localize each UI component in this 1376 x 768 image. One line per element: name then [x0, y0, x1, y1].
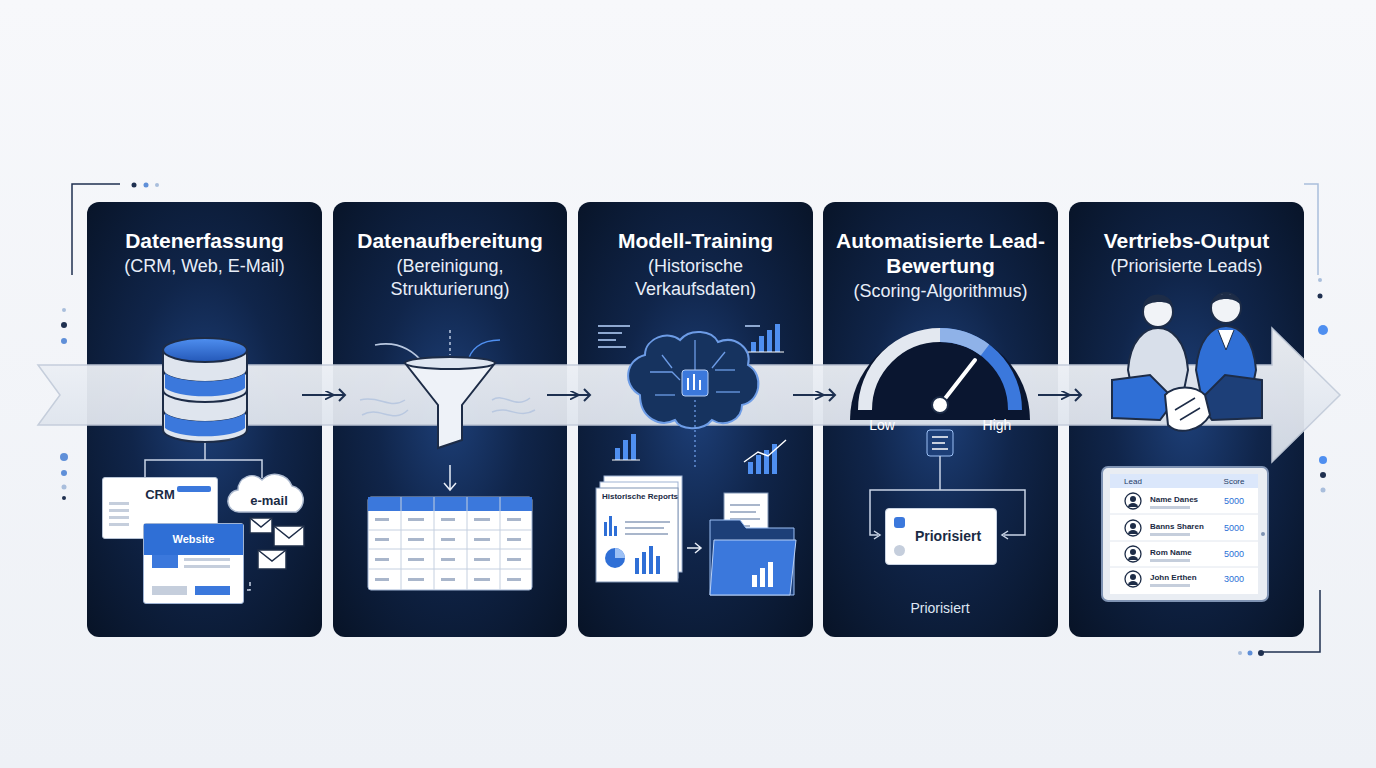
label: Low — [869, 417, 895, 433]
label: 5000 — [1224, 496, 1244, 506]
node-title: CRM — [109, 482, 211, 507]
node-title: Website — [144, 524, 243, 555]
arrow-stub — [547, 394, 590, 396]
label: Name Danes — [1150, 495, 1198, 504]
node-subtitle: (Historische Verkaufsdaten) — [588, 255, 803, 301]
node-title: Datenaufbereitung — [343, 228, 557, 253]
arrow-head — [1075, 389, 1081, 401]
arrow-head — [339, 389, 345, 401]
people-handshake — [1112, 293, 1262, 431]
label: 5000 — [1224, 523, 1244, 533]
flow-arrow — [567, 394, 578, 396]
down-arrow — [444, 465, 456, 490]
database-icon — [163, 338, 247, 442]
process-panel: Datenaufbereitung(Bereinigung, Strukturi… — [333, 202, 567, 637]
flow-arrow — [813, 394, 823, 396]
label: John Erthen — [1150, 573, 1197, 582]
label: Priorisiert — [910, 600, 969, 616]
website-window: Website — [143, 523, 244, 604]
node-subtitle: (CRM, Web, E-Mail) — [97, 255, 312, 278]
label: Lead — [1124, 477, 1142, 486]
funnel-icon — [405, 363, 495, 448]
tablet — [1102, 467, 1268, 601]
label: Rom Name — [1150, 548, 1192, 557]
node-subtitle: (Scoring-Algorithmus) — [833, 280, 1048, 303]
label: 5000 — [1224, 549, 1244, 559]
label: Banns Sharen — [1150, 522, 1204, 531]
envelopes — [250, 518, 304, 569]
report-document: Historische Reports — [596, 488, 684, 520]
label: High — [983, 417, 1012, 433]
cloud-shape — [228, 474, 303, 512]
node-subtitle: (Bereinigung, Strukturierung) — [343, 255, 557, 301]
arrow-head — [584, 389, 590, 401]
window-button — [152, 586, 230, 595]
arrow-stub — [793, 394, 835, 396]
window-bar — [177, 486, 211, 492]
brain-icon — [628, 332, 758, 470]
flow-arrow — [322, 394, 333, 396]
folder-icon — [710, 493, 796, 595]
process-panel: Modell-Training(Historische Verkaufsdate… — [578, 202, 813, 637]
process-panel: Vertriebs-Output(Priorisierte Leads) — [1069, 202, 1304, 637]
card-dots — [894, 545, 905, 556]
email-cloud: e-mail — [238, 482, 300, 515]
node-subtitle: (Priorisierte Leads) — [1079, 255, 1294, 278]
report-stack — [596, 476, 701, 582]
node-title: Datenerfassung — [97, 228, 312, 253]
process-panel: Datenerfassung(CRM, Web, E-Mail) CRM Websi… — [87, 202, 322, 637]
node-title: Priorisiert — [915, 524, 981, 549]
data-table — [368, 497, 532, 590]
node-title: e-mail — [250, 484, 288, 513]
node-title: Historische Reports — [601, 492, 679, 502]
card-dots — [894, 517, 905, 528]
process-panel: Automatisierte Lead-Bewertung(Scoring-Al… — [823, 202, 1058, 637]
arrow-stub — [302, 394, 345, 396]
node-title: Vertriebs-Output — [1079, 228, 1294, 253]
label: 3000 — [1224, 574, 1244, 584]
priority-card: Priorisiert — [885, 508, 997, 565]
label: Score — [1224, 477, 1245, 486]
window-lines — [109, 502, 129, 528]
arrow-stub — [1038, 394, 1081, 396]
mini-charts — [598, 324, 786, 474]
node-title: Modell-Training — [588, 228, 803, 253]
flow-band — [38, 328, 1340, 462]
arrow-head — [829, 389, 835, 401]
flow-arrow — [1058, 394, 1069, 396]
node-title: Automatisierte Lead-Bewertung — [833, 228, 1048, 278]
